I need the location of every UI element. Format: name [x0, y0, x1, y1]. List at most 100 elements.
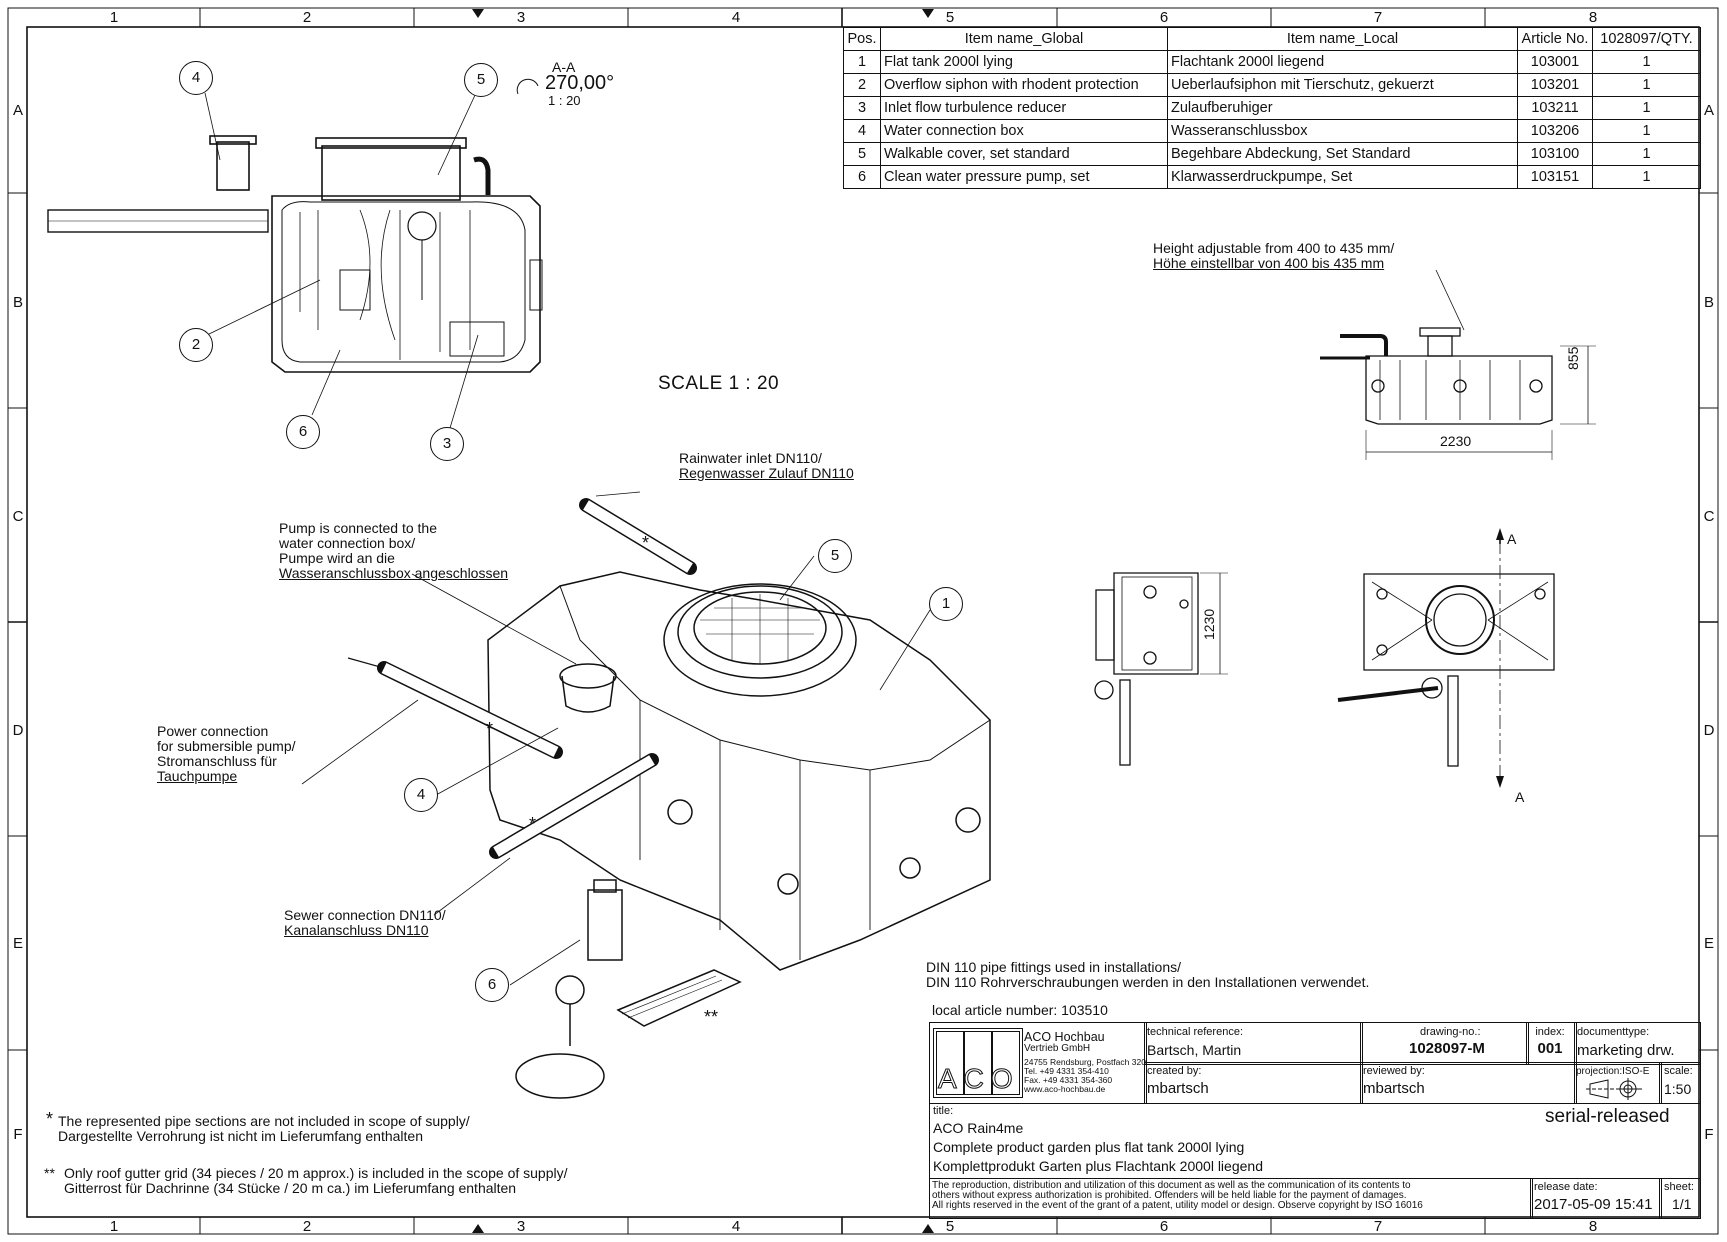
star-note: Dargestellte Verrohrung ist nicht im Lie…	[58, 1128, 423, 1144]
column-label: 5	[945, 1218, 955, 1235]
company-address: Fax. +49 4331 354-360	[1024, 1075, 1113, 1085]
tech-ref-label: technical reference:	[1147, 1026, 1243, 1038]
drawing-no-value: 1028097-M	[1409, 1040, 1485, 1057]
section-mark: A	[1507, 531, 1517, 547]
created-label: created by:	[1147, 1065, 1202, 1077]
drawing-no-cell	[1360, 1022, 1529, 1065]
scale-label: SCALE 1 : 20	[658, 373, 780, 394]
row-label: E	[1703, 935, 1714, 952]
bom-item-local: Begehbare Abdeckung, Set Standard	[1167, 142, 1518, 166]
legal-cell	[929, 1178, 1533, 1219]
star-mark: *	[46, 1109, 54, 1129]
row-label: B	[1703, 294, 1714, 311]
row-label: A	[12, 102, 23, 119]
section-mark: A	[1515, 789, 1525, 805]
bom-qty: 1	[1592, 50, 1701, 74]
index-cell	[1526, 1022, 1577, 1065]
sheet-label: sheet:	[1664, 1181, 1694, 1193]
sheet-value: 1/1	[1672, 1196, 1692, 1212]
release-label: release date:	[1534, 1181, 1598, 1193]
section-scale: 1 : 20	[548, 93, 581, 108]
column-label: 4	[731, 9, 741, 26]
bom-item-local: Klarwasserdruckpumpe, Set	[1167, 165, 1518, 189]
company-address: www.aco-hochbau.de	[1024, 1084, 1106, 1094]
bom-qty: 1	[1592, 96, 1701, 120]
index-value: 001	[1537, 1040, 1563, 1057]
section-angle: 270,00°	[545, 72, 615, 94]
tech-ref-cell	[1144, 1022, 1363, 1065]
index-label: index:	[1535, 1026, 1565, 1038]
side-view	[1094, 572, 1228, 766]
height-note: Höhe einstellbar von 400 bis 435 mm	[1153, 255, 1385, 271]
bom-pos: 2	[843, 73, 881, 97]
legal-text: All rights reserved in the event of the …	[932, 1200, 1423, 1211]
bom-article: 103100	[1517, 142, 1593, 166]
column-label: 2	[302, 9, 312, 26]
power-note: Tauchpumpe	[157, 768, 238, 784]
column-label: 8	[1588, 9, 1598, 26]
row-label: B	[12, 294, 23, 311]
section-label: A-A	[552, 59, 576, 75]
status-badge: serial-released	[1545, 1106, 1670, 1127]
release-cell	[1530, 1178, 1662, 1219]
column-label: 1	[109, 1218, 119, 1235]
column-ticks	[199, 8, 1486, 1234]
bom-item-global: Clean water pressure pump, set	[880, 165, 1168, 189]
bom-header-cell: Item name_Local	[1167, 27, 1518, 51]
legal-text: others without express authorization is …	[932, 1190, 1407, 1201]
reviewed-value: mbartsch	[1363, 1080, 1425, 1097]
title-line: Complete product garden plus flat tank 2…	[933, 1139, 1245, 1155]
row-label: F	[13, 1126, 23, 1143]
column-label: 6	[1159, 9, 1169, 26]
created-cell	[1144, 1062, 1363, 1104]
bom-article: 103151	[1517, 165, 1593, 189]
row-label: D	[12, 722, 24, 739]
title-label: title:	[933, 1105, 954, 1117]
reviewed-cell	[1360, 1062, 1577, 1104]
bom-item-local: Flachtank 2000l liegend	[1167, 50, 1518, 74]
centering-marks	[472, 9, 934, 1233]
bom-item-global: Overflow siphon with rhodent protection	[880, 73, 1168, 97]
outer-border	[7, 7, 1719, 1235]
double-star-note: Gitterrost für Dachrinne (34 Stücke / 20…	[64, 1180, 517, 1196]
scale-label-cell: scale:	[1664, 1065, 1693, 1077]
sheet-cell	[1659, 1178, 1701, 1219]
company-address: Tel. +49 4331 354-410	[1024, 1066, 1109, 1076]
balloon: 4	[404, 778, 438, 812]
pump-note: Pump is connected to the	[279, 520, 437, 536]
bom-item-global: Walkable cover, set standard	[880, 142, 1168, 166]
table-row: 6 Clean water pressure pump, set Klarwas…	[843, 165, 1701, 189]
double-star-mark: **	[704, 1007, 719, 1027]
star-mark: *	[529, 814, 537, 834]
balloon: 5	[818, 539, 852, 573]
balloon: 5	[464, 63, 498, 97]
section-view-aa	[47, 78, 543, 429]
balloon: 1	[929, 587, 963, 621]
bom-header-cell: Article No.	[1517, 27, 1593, 51]
sewer-note: Kanalanschluss DN110	[284, 922, 429, 938]
table-row: 4 Water connection box Wasseranschlussbo…	[843, 119, 1701, 143]
star-note: The represented pipe sections are not in…	[58, 1113, 470, 1129]
bom-qty: 1	[1592, 165, 1701, 189]
title-line: ACO Rain4me	[933, 1120, 1024, 1136]
bom-article: 103001	[1517, 50, 1593, 74]
company-sub: Vertrieb GmbH	[1024, 1043, 1091, 1054]
bom-pos: 1	[843, 50, 881, 74]
balloon: 6	[286, 415, 320, 449]
balloon: 6	[475, 968, 509, 1002]
scale-cell	[1659, 1062, 1701, 1104]
bom-header-cell: 1028097/QTY.	[1592, 27, 1701, 51]
row-label: F	[1704, 1126, 1714, 1143]
release-date: 2017-05-09 15:41	[1534, 1196, 1653, 1213]
rainwater-label: Regenwasser Zulauf DN110	[679, 465, 854, 481]
column-label: 4	[731, 1218, 741, 1235]
star-mark: *	[486, 719, 494, 739]
title-line: Komplettprodukt Garten plus Flachtank 20…	[933, 1158, 1263, 1174]
section-arrows	[1496, 528, 1504, 788]
row-label: D	[1703, 722, 1715, 739]
bom-qty: 1	[1592, 142, 1701, 166]
table-row: 3 Inlet flow turbulence reducer Zulaufbe…	[843, 96, 1701, 120]
dimension-length: 2230	[1440, 433, 1472, 449]
column-label: 2	[302, 1218, 312, 1235]
doctype-label: documenttype:	[1577, 1026, 1650, 1038]
